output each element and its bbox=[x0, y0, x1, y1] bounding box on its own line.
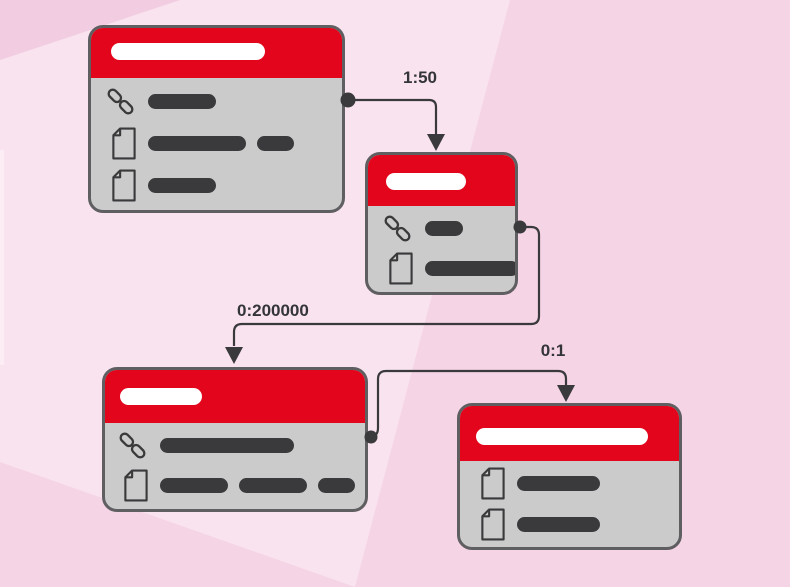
document-icon bbox=[472, 466, 506, 501]
redacted-text-bar bbox=[425, 221, 463, 236]
attribute-row bbox=[472, 507, 679, 542]
entity-header bbox=[91, 28, 342, 78]
redacted-text-bar bbox=[148, 94, 216, 110]
attribute-row bbox=[472, 466, 679, 501]
entity-body bbox=[368, 206, 515, 292]
arrowhead-icon bbox=[557, 385, 575, 402]
link-icon bbox=[103, 85, 137, 118]
entity-middle-card bbox=[365, 152, 518, 295]
attribute-row bbox=[103, 126, 342, 161]
redacted-text-bar bbox=[148, 135, 246, 151]
entity-title-redacted bbox=[120, 388, 202, 405]
entity-title-redacted bbox=[111, 43, 265, 60]
arrowhead-icon bbox=[427, 134, 445, 151]
attribute-row bbox=[115, 429, 365, 462]
background-edge-highlight bbox=[0, 150, 4, 365]
redacted-text-bar bbox=[318, 478, 355, 493]
entity-title-redacted bbox=[476, 428, 648, 445]
entity-body bbox=[91, 78, 342, 210]
entity-body bbox=[460, 461, 679, 547]
document-icon bbox=[380, 251, 414, 286]
redacted-text-bar bbox=[517, 516, 600, 532]
redacted-text-bar bbox=[425, 261, 515, 276]
document-icon bbox=[472, 507, 506, 542]
entity-top-left-card bbox=[88, 25, 345, 213]
redacted-text-bar bbox=[160, 438, 294, 453]
arrowhead-icon bbox=[225, 347, 243, 364]
link-icon bbox=[115, 429, 149, 462]
entity-bottom-left-card bbox=[102, 367, 368, 512]
cardinality-label-0-200000: 0:200000 bbox=[237, 301, 309, 320]
redacted-text-bar bbox=[160, 478, 228, 493]
document-icon bbox=[103, 126, 137, 161]
redacted-text-bar bbox=[239, 478, 307, 493]
entity-body bbox=[105, 423, 365, 509]
attribute-row bbox=[380, 251, 515, 286]
redacted-text-bar bbox=[148, 177, 216, 193]
entity-title-redacted bbox=[386, 173, 466, 190]
attribute-row bbox=[380, 212, 515, 245]
redacted-text-bar bbox=[517, 476, 600, 492]
entity-header bbox=[368, 155, 515, 206]
connector-line-1-50 bbox=[348, 98, 438, 134]
attribute-row bbox=[103, 168, 342, 203]
cardinality-label-0-1: 0:1 bbox=[540, 341, 566, 360]
attribute-row bbox=[115, 468, 365, 503]
redacted-text-bar bbox=[257, 135, 294, 151]
entity-bottom-right-card bbox=[457, 403, 682, 550]
document-icon bbox=[115, 468, 149, 503]
entity-header bbox=[460, 406, 679, 461]
link-icon bbox=[380, 212, 414, 245]
entity-header bbox=[105, 370, 365, 423]
document-icon bbox=[103, 168, 137, 203]
cardinality-label-1-50: 1:50 bbox=[402, 68, 438, 87]
attribute-row bbox=[103, 85, 342, 118]
